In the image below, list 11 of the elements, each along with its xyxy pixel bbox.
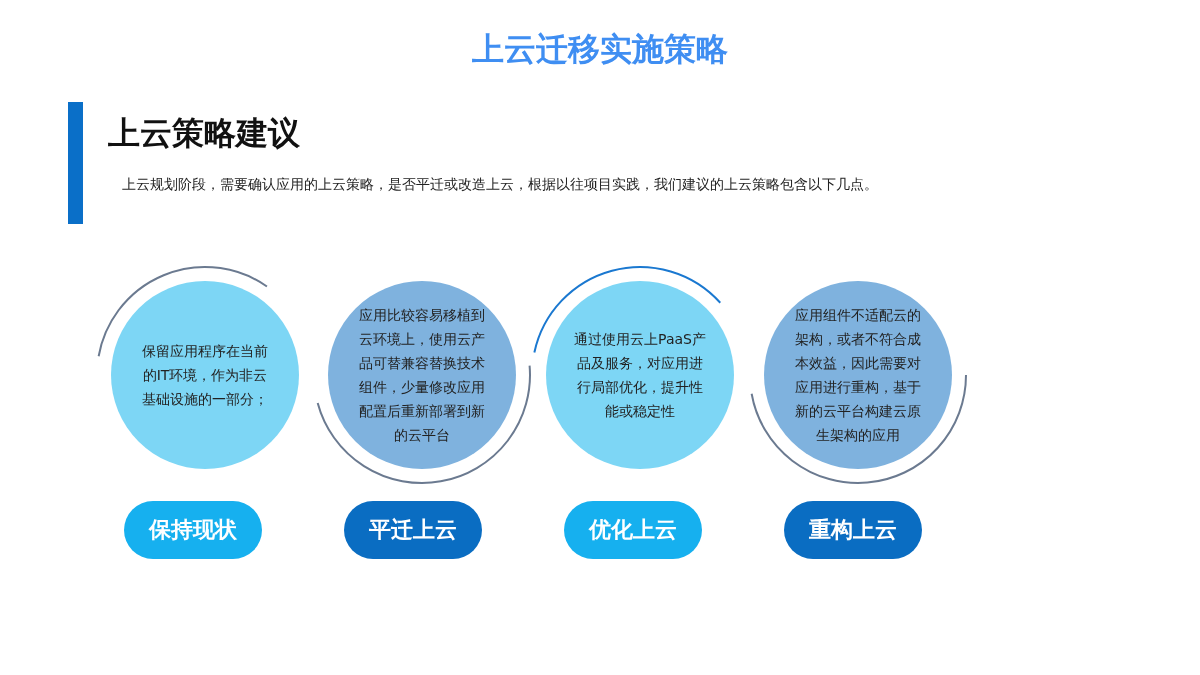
strategy-tag: 平迁上云	[344, 501, 482, 559]
description-text: 应用比较容易移植到云环境上，使用云产品可替兼容替换技术组件，少量修改应用配置后重新部署到新的云平台	[358, 306, 486, 445]
description-text: 通过使用云上PaaS产品及服务，对应用进行局部优化，提升性能或稳定性	[573, 330, 707, 421]
description-text: 保留应用程序在当前的IT环境，作为非云基础设施的一部分；	[141, 342, 269, 409]
strategy-tag: 重构上云	[784, 501, 922, 559]
page-title: 上云迁移实施策略	[471, 29, 729, 70]
intro-paragraph: 上云规划阶段，需要确认应用的上云策略，是否平迁或改造上云，根据以往项目实践，我们建议的上云策略包含以下几点。	[122, 176, 878, 194]
strategy-tag: 优化上云	[564, 501, 702, 559]
section-heading: 上云策略建议	[108, 113, 300, 154]
strategy-tag: 保持现状	[124, 501, 262, 559]
description-text: 应用组件不适配云的架构，或者不符合成本效益，因此需要对应用进行重构，基于新的云平台构建云原生架构的应用	[794, 306, 922, 445]
